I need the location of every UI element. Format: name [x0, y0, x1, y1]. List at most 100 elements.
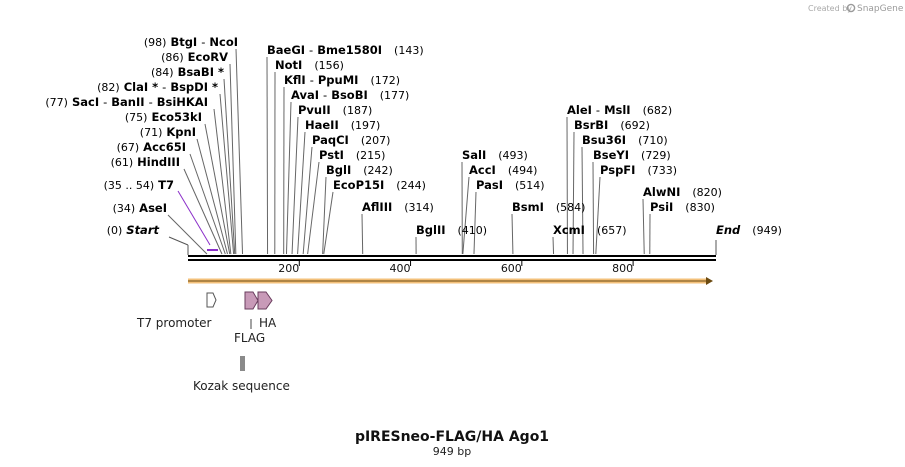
- enzyme-name: AlwNI: [643, 185, 680, 199]
- leader-line: [511, 213, 514, 255]
- leader-line: [581, 146, 584, 255]
- enzyme-name: Eco53kI: [151, 110, 202, 124]
- site-position: (177): [380, 89, 410, 102]
- site-label: AleI - MslI (682): [567, 101, 672, 118]
- site-position: (410): [458, 224, 488, 237]
- leader-line: [266, 56, 269, 255]
- kozak-box-icon: [240, 356, 245, 371]
- feature-t7-promoter: T7 promoter: [136, 292, 217, 330]
- site-label: (98) BtgI - NcoI: [144, 33, 238, 50]
- enzyme-separator: -: [323, 88, 327, 102]
- credit-brand: SnapGene: [857, 4, 904, 14]
- site-label: AvaI - BsoBI (177): [291, 86, 409, 103]
- enzyme-name: PpuMI: [318, 73, 359, 87]
- site-position: (493): [498, 149, 528, 162]
- site-position: (86): [161, 51, 184, 64]
- flag-tag-arrow-icon: [244, 291, 259, 310]
- snapgene-logo-icon: [846, 3, 856, 13]
- site-position: (71): [140, 126, 163, 139]
- site-position: (682): [643, 104, 673, 117]
- site-position: (172): [370, 74, 400, 87]
- enzyme-name: PvuII: [298, 103, 331, 117]
- enzyme-name: Start: [126, 223, 159, 237]
- ruler-tick-label: 400: [390, 262, 411, 275]
- site-position: (156): [314, 59, 344, 72]
- leader-line: [223, 78, 236, 255]
- site-label: (35 .. 54) T7: [104, 176, 174, 193]
- site-label: NotI (156): [275, 56, 344, 73]
- site-position: (61): [111, 156, 134, 169]
- leader-line: [189, 153, 226, 255]
- enzyme-name: EcoRV: [188, 50, 228, 64]
- enzyme-name: BaeGI: [267, 43, 305, 57]
- leader-line: [177, 190, 211, 246]
- enzyme-name: BglI: [326, 163, 351, 177]
- site-position: (98): [144, 36, 167, 49]
- sequence-title: pIRESneo-FLAG/HA Ago1: [355, 429, 549, 445]
- t7-promoter-arrow-icon: [206, 292, 217, 308]
- site-label: AccI (494): [469, 161, 537, 178]
- leader-line: [196, 138, 228, 255]
- leader-line: [361, 213, 364, 255]
- site-label: PvuII (187): [298, 101, 372, 118]
- leader-line: [183, 168, 223, 255]
- site-label: Bsu36I (710): [582, 131, 668, 148]
- enzyme-name: BanII: [111, 95, 144, 109]
- site-label: PasI (514): [476, 176, 545, 193]
- site-position: (34): [113, 202, 136, 215]
- enzyme-name: T7: [158, 178, 174, 192]
- enzyme-name: AflIII: [362, 200, 392, 214]
- enzyme-separator: -: [201, 35, 205, 49]
- feature-ha: HA: [257, 291, 277, 330]
- leader-line: [297, 131, 306, 255]
- leader-lines: [167, 48, 717, 255]
- site-position: (494): [508, 164, 538, 177]
- enzyme-name: KflI: [284, 73, 306, 87]
- site-label: BaeGI - Bme1580I (143): [267, 41, 424, 58]
- site-label: (34) AseI: [113, 199, 167, 216]
- site-label: KflI - PpuMI (172): [284, 71, 400, 88]
- enzyme-name: BsmI: [512, 200, 544, 214]
- ha-tag-arrow-icon: [257, 291, 273, 310]
- enzyme-name: BsrBI: [574, 118, 608, 132]
- site-label: HaeII (197): [305, 116, 380, 133]
- credit-prefix: Created by: [808, 4, 852, 13]
- site-position: (0): [107, 224, 123, 237]
- site-position: (692): [620, 119, 650, 132]
- leader-line: [291, 116, 299, 255]
- site-position: (314): [404, 201, 434, 214]
- site-position: (207): [361, 134, 391, 147]
- enzyme-name: End: [716, 223, 741, 237]
- enzyme-name: SacI: [72, 95, 99, 109]
- enzyme-name: BseYI: [593, 148, 629, 162]
- site-position: (143): [394, 44, 424, 57]
- enzyme-name: Bsu36I: [582, 133, 626, 147]
- site-label: BglI (242): [326, 161, 393, 178]
- site-labels: (98) BtgI - NcoI(86) EcoRV(84) BsaBI *(8…: [45, 33, 781, 237]
- site-label: (82) ClaI * - BspDI *: [97, 78, 218, 95]
- leader-line: [322, 176, 327, 255]
- enzyme-name: HaeII: [305, 118, 339, 132]
- enzyme-name: BsiHKAI: [157, 95, 208, 109]
- enzyme-name: NotI: [275, 58, 302, 72]
- ruler-tick-label: 800: [612, 262, 633, 275]
- enzyme-name: AccI: [469, 163, 496, 177]
- site-label: AlwNI (820): [643, 183, 722, 200]
- site-position: (729): [641, 149, 671, 162]
- leader-line: [462, 176, 470, 255]
- site-position: (242): [363, 164, 393, 177]
- site-label: (61) HindIII: [111, 153, 180, 170]
- site-label: PsiI (830): [650, 198, 715, 215]
- leader-line: [204, 123, 231, 255]
- feature-label-ha: HA: [259, 316, 277, 330]
- enzyme-name: AleI: [567, 103, 592, 117]
- site-position: (67): [117, 141, 140, 154]
- leader-line: [302, 146, 313, 255]
- site-label: (75) Eco53kI: [125, 108, 202, 125]
- enzyme-name: PstI: [319, 148, 344, 162]
- site-position: (514): [515, 179, 545, 192]
- site-label: BsrBI (692): [574, 116, 650, 133]
- orf-arrow: [188, 277, 713, 285]
- feature-label-kozak: Kozak sequence: [193, 379, 290, 393]
